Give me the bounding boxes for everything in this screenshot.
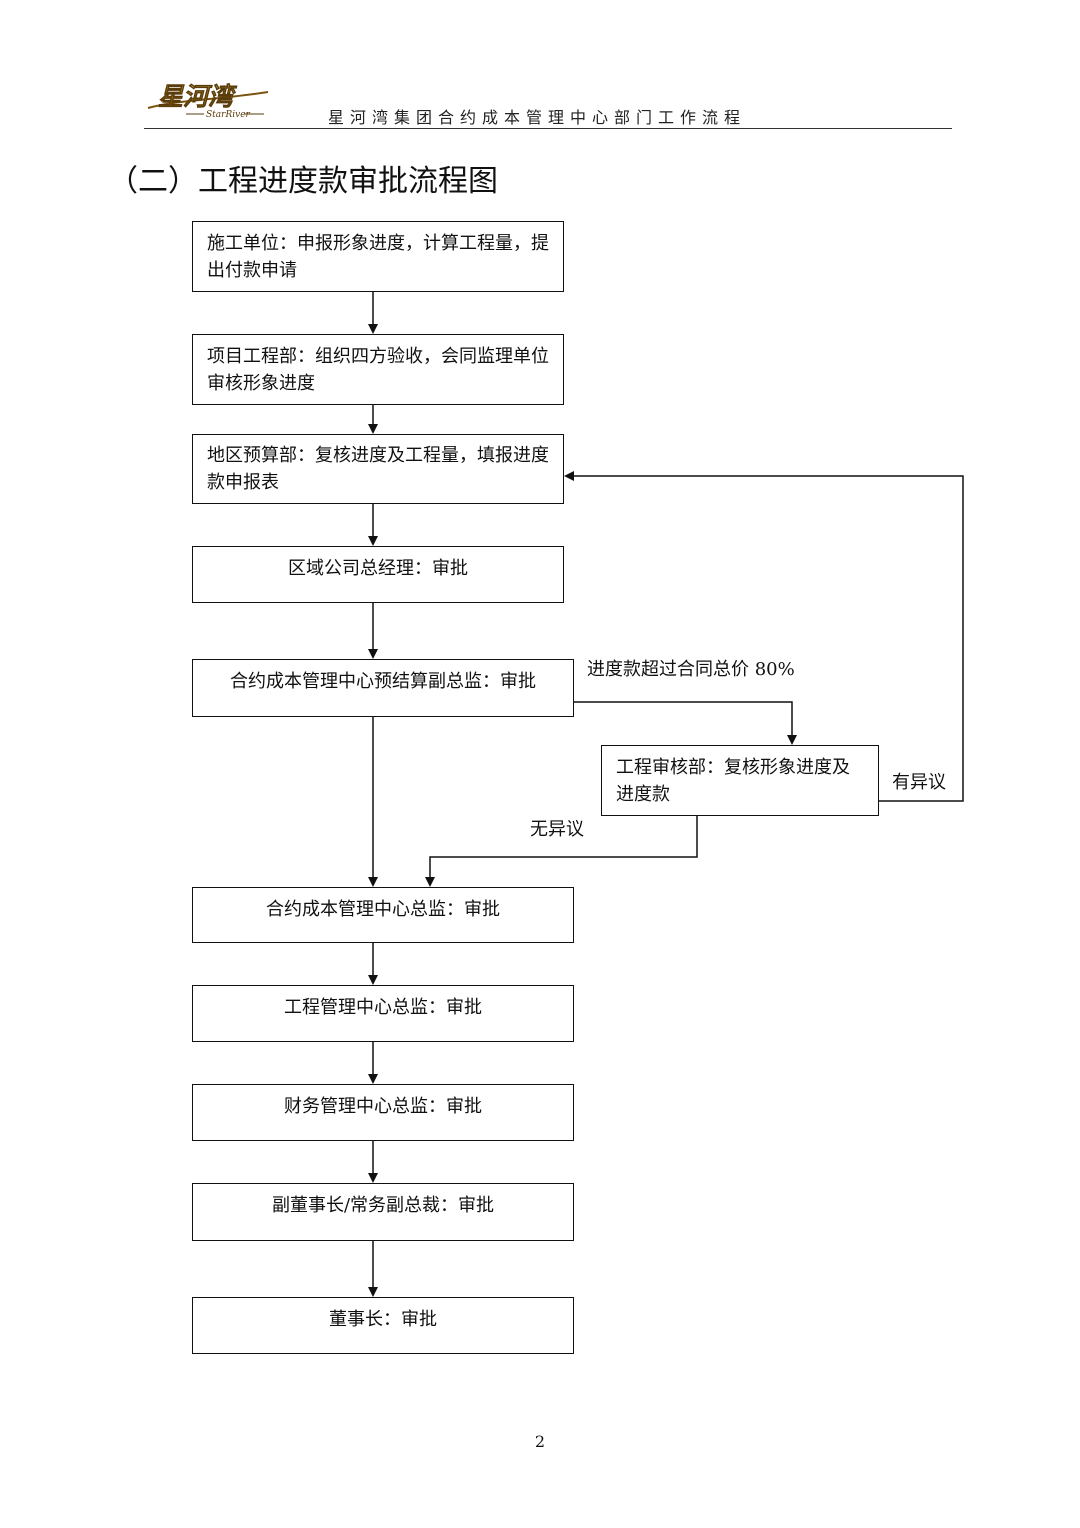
node-vice-chairman-text: 副董事长/常务副总裁：审批 xyxy=(271,1195,495,1216)
node-vice-chairman: 副董事长/常务副总裁：审批 xyxy=(192,1183,574,1241)
node-project-engineering: 项目工程部：组织四方验收，会同监理单位审核形象进度 xyxy=(192,334,564,405)
logo-subtext: StarRiver xyxy=(206,110,251,120)
node-contract-cost-deputy-text: 合约成本管理中心预结算副总监：审批 xyxy=(230,671,536,692)
node-contract-cost-deputy: 合约成本管理中心预结算副总监：审批 xyxy=(192,659,574,717)
edge-label-over-80: 进度款超过合同总价 80% xyxy=(587,659,795,680)
arrow-deputy-to-audit xyxy=(573,701,797,745)
node-contract-cost-director-text: 合约成本管理中心总监：审批 xyxy=(266,899,500,920)
section-title: （二）工程进度款审批流程图 xyxy=(108,164,498,199)
node-engineering-director: 工程管理中心总监：审批 xyxy=(192,985,574,1042)
node-chairman-text: 董事长：审批 xyxy=(329,1309,437,1330)
node-chairman: 董事长：审批 xyxy=(192,1297,574,1354)
edge-label-no-objection: 无异议 xyxy=(530,819,584,840)
node-construction-unit: 施工单位：申报形象进度，计算工程量，提出付款申请 xyxy=(192,221,564,292)
node-engineering-director-text: 工程管理中心总监：审批 xyxy=(284,997,482,1018)
node-project-engineering-text: 项目工程部：组织四方验收，会同监理单位审核形象进度 xyxy=(207,345,549,394)
arrow-audit-no-objection-to-director xyxy=(425,816,698,887)
node-regional-gm-text: 区域公司总经理：审批 xyxy=(288,558,468,579)
star-river-logo: 星河湾 StarRiver xyxy=(147,82,269,120)
node-regional-gm: 区域公司总经理：审批 xyxy=(192,546,564,603)
node-finance-director-text: 财务管理中心总监：审批 xyxy=(284,1096,482,1117)
page-number: 2 xyxy=(534,1432,546,1451)
node-engineering-audit: 工程审核部：复核形象进度及进度款 xyxy=(601,745,879,816)
edge-label-objection: 有异议 xyxy=(892,772,946,793)
arrow-audit-objection-to-budget xyxy=(564,471,964,802)
node-regional-budget: 地区预算部：复核进度及工程量，填报进度款申报表 xyxy=(192,434,564,504)
node-construction-unit-text: 施工单位：申报形象进度，计算工程量，提出付款申请 xyxy=(207,232,549,281)
logo-text: 星河湾 xyxy=(158,82,238,111)
node-finance-director: 财务管理中心总监：审批 xyxy=(192,1084,574,1141)
header-title: 星河湾集团合约成本管理中心部门工作流程 xyxy=(328,108,747,127)
node-regional-budget-text: 地区预算部：复核进度及工程量，填报进度款申报表 xyxy=(207,445,549,493)
node-contract-cost-director: 合约成本管理中心总监：审批 xyxy=(192,887,574,943)
node-engineering-audit-text: 工程审核部：复核形象进度及进度款 xyxy=(616,756,850,805)
header-divider xyxy=(144,128,952,129)
